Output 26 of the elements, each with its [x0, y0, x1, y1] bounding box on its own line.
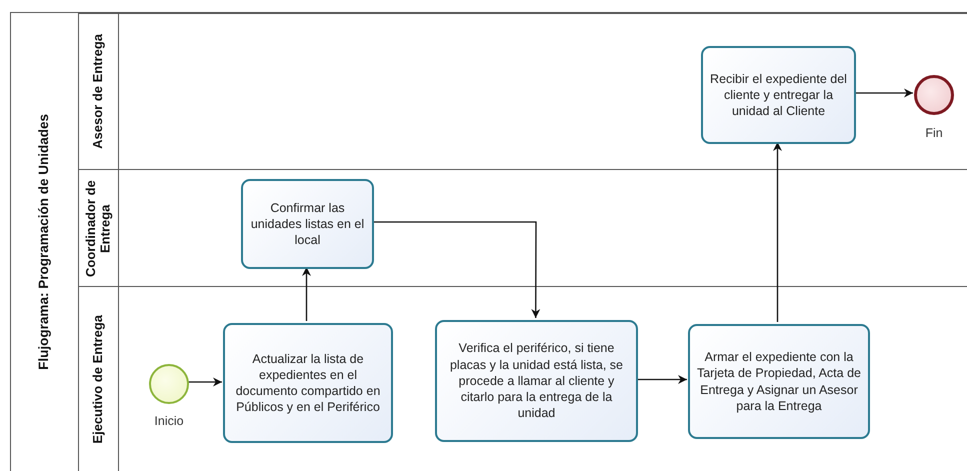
lane-title: Ejecutivo de Entrega	[91, 315, 106, 444]
swimlane	[79, 286, 967, 471]
swimlane	[79, 13, 967, 169]
pool	[10, 12, 967, 471]
swimlane	[79, 169, 967, 286]
lane-title: Asesor de Entrega	[91, 34, 106, 149]
task-text: Actualizar la lista de expedientes en el documento compartido en Públicos y en el Periférico	[234, 350, 382, 416]
pool-title: Flujograma: Programación de Unidades	[37, 114, 52, 370]
task-box	[435, 320, 638, 442]
event-label: Fin	[925, 126, 943, 140]
task-box	[701, 46, 856, 144]
task-text: Armar el expediente con la Tarjeta de Propiedad, Acta de Entrega y Asignar un Asesor para la Entrega	[696, 349, 862, 414]
task-text: Confirmar las unidades listas en el local	[250, 200, 366, 248]
lane-title: Coordinador de Entrega	[84, 178, 113, 278]
task-box	[688, 324, 870, 439]
task-box	[241, 179, 374, 269]
arrow	[302, 267, 311, 321]
task-box	[223, 323, 393, 443]
arrow	[773, 142, 782, 322]
arrow	[637, 375, 687, 384]
arrow	[855, 88, 913, 98]
task-text: Recibir el expediente del cliente y entregar la unidad al Cliente	[709, 70, 848, 120]
arrow	[188, 378, 222, 386]
arrow	[373, 221, 540, 318]
task-text: Verifica el periférico, si tiene placas y la unidad está lista, se procede a llamar al cliente y citarlo para la entrega de la unidad	[448, 340, 624, 422]
event-label: Inicio	[154, 414, 184, 428]
